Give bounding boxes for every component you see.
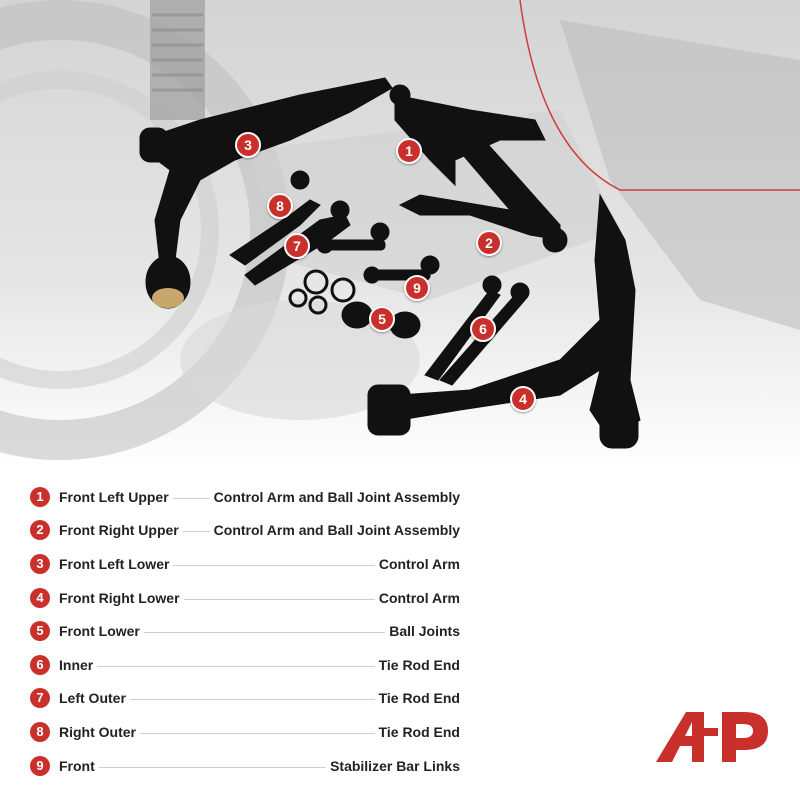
right-lower-bushing	[367, 384, 411, 436]
legend-row: 8 Right Outer Tie Rod End	[30, 715, 460, 749]
brand-logo	[652, 706, 772, 766]
right-lower-control-arm	[399, 193, 641, 441]
legend-row: 4 Front Right Lower Control Arm	[30, 581, 460, 615]
position-label: Front Left Lower	[59, 555, 170, 572]
number-badge: 8	[30, 721, 50, 742]
position-label: Front Left Upper	[59, 488, 169, 505]
legend-row: 3 Front Left Lower Control Arm	[30, 547, 460, 581]
stabilizer-link-1	[324, 239, 386, 251]
legend-row: 1 Front Left Upper Control Arm and Ball …	[30, 480, 460, 514]
parts-legend: 1 Front Left Upper Control Arm and Ball …	[30, 480, 460, 782]
leader-line	[129, 699, 375, 701]
leader-line	[182, 531, 210, 533]
part-label: Tie Rod End	[378, 690, 460, 707]
position-label: Front Lower	[59, 623, 140, 640]
leader-line	[183, 598, 375, 600]
number-badge: 2	[30, 520, 50, 541]
part-label: Ball Joints	[389, 623, 460, 640]
part-label: Stabilizer Bar Links	[330, 757, 460, 774]
number-badge: 1	[30, 486, 50, 507]
callout-8: 8	[267, 193, 293, 219]
legend-row: 6 Inner Tie Rod End	[30, 648, 460, 682]
part-label: Control Arm and Ball Joint Assembly	[213, 488, 460, 505]
callout-9: 9	[404, 275, 430, 301]
callout-6: 6	[470, 316, 496, 342]
legend-row: 5 Front Lower Ball Joints	[30, 614, 460, 648]
leader-line	[97, 665, 375, 667]
ball-joint-1	[341, 301, 373, 329]
left-upper-ball-joint	[389, 84, 411, 106]
leader-line	[172, 497, 210, 499]
callout-1: 1	[396, 138, 422, 164]
number-badge: 6	[30, 654, 50, 675]
number-badge: 5	[30, 621, 50, 642]
right-upper-ball-joint	[542, 227, 568, 253]
right-lower-rear-bushing	[599, 409, 639, 449]
callout-7: 7	[284, 233, 310, 259]
brand-logo-mark	[656, 712, 768, 762]
callout-3: 3	[235, 132, 261, 158]
position-label: Left Outer	[59, 690, 126, 707]
product-photo: 1 2 3 4 5 6 7 8 9	[0, 0, 800, 470]
left-lower-control-arm	[139, 77, 393, 266]
part-label: Control Arm	[378, 555, 460, 572]
left-lower-bushing	[139, 127, 169, 163]
legend-row: 7 Left Outer Tie Rod End	[30, 682, 460, 716]
part-label: Tie Rod End	[378, 723, 460, 740]
part-label: Tie Rod End	[378, 656, 460, 673]
left-outer-tie-rod	[229, 199, 321, 266]
leader-line	[140, 732, 375, 734]
legend-row: 9 Front Stabilizer Bar Links	[30, 749, 460, 783]
position-label: Front Right Lower	[59, 589, 180, 606]
leader-line	[98, 766, 327, 768]
number-badge: 4	[30, 587, 50, 608]
position-label: Front Right Upper	[59, 522, 179, 539]
callout-4: 4	[510, 386, 536, 412]
leader-line	[173, 564, 375, 566]
leader-line	[143, 632, 386, 634]
suspension-parts-illustration	[0, 0, 800, 470]
part-label: Control Arm	[378, 589, 460, 606]
callout-2: 2	[476, 230, 502, 256]
part-label: Control Arm and Ball Joint Assembly	[213, 522, 460, 539]
number-badge: 9	[30, 755, 50, 776]
position-label: Right Outer	[59, 723, 136, 740]
number-badge: 3	[30, 553, 50, 574]
position-label: Front	[59, 757, 95, 774]
number-badge: 7	[30, 688, 50, 709]
inner-tie-rod-1	[424, 289, 501, 381]
legend-row: 2 Front Right Upper Control Arm and Ball…	[30, 514, 460, 548]
position-label: Inner	[59, 656, 94, 673]
callout-5: 5	[369, 306, 395, 332]
right-upper-control-arm	[398, 129, 561, 241]
